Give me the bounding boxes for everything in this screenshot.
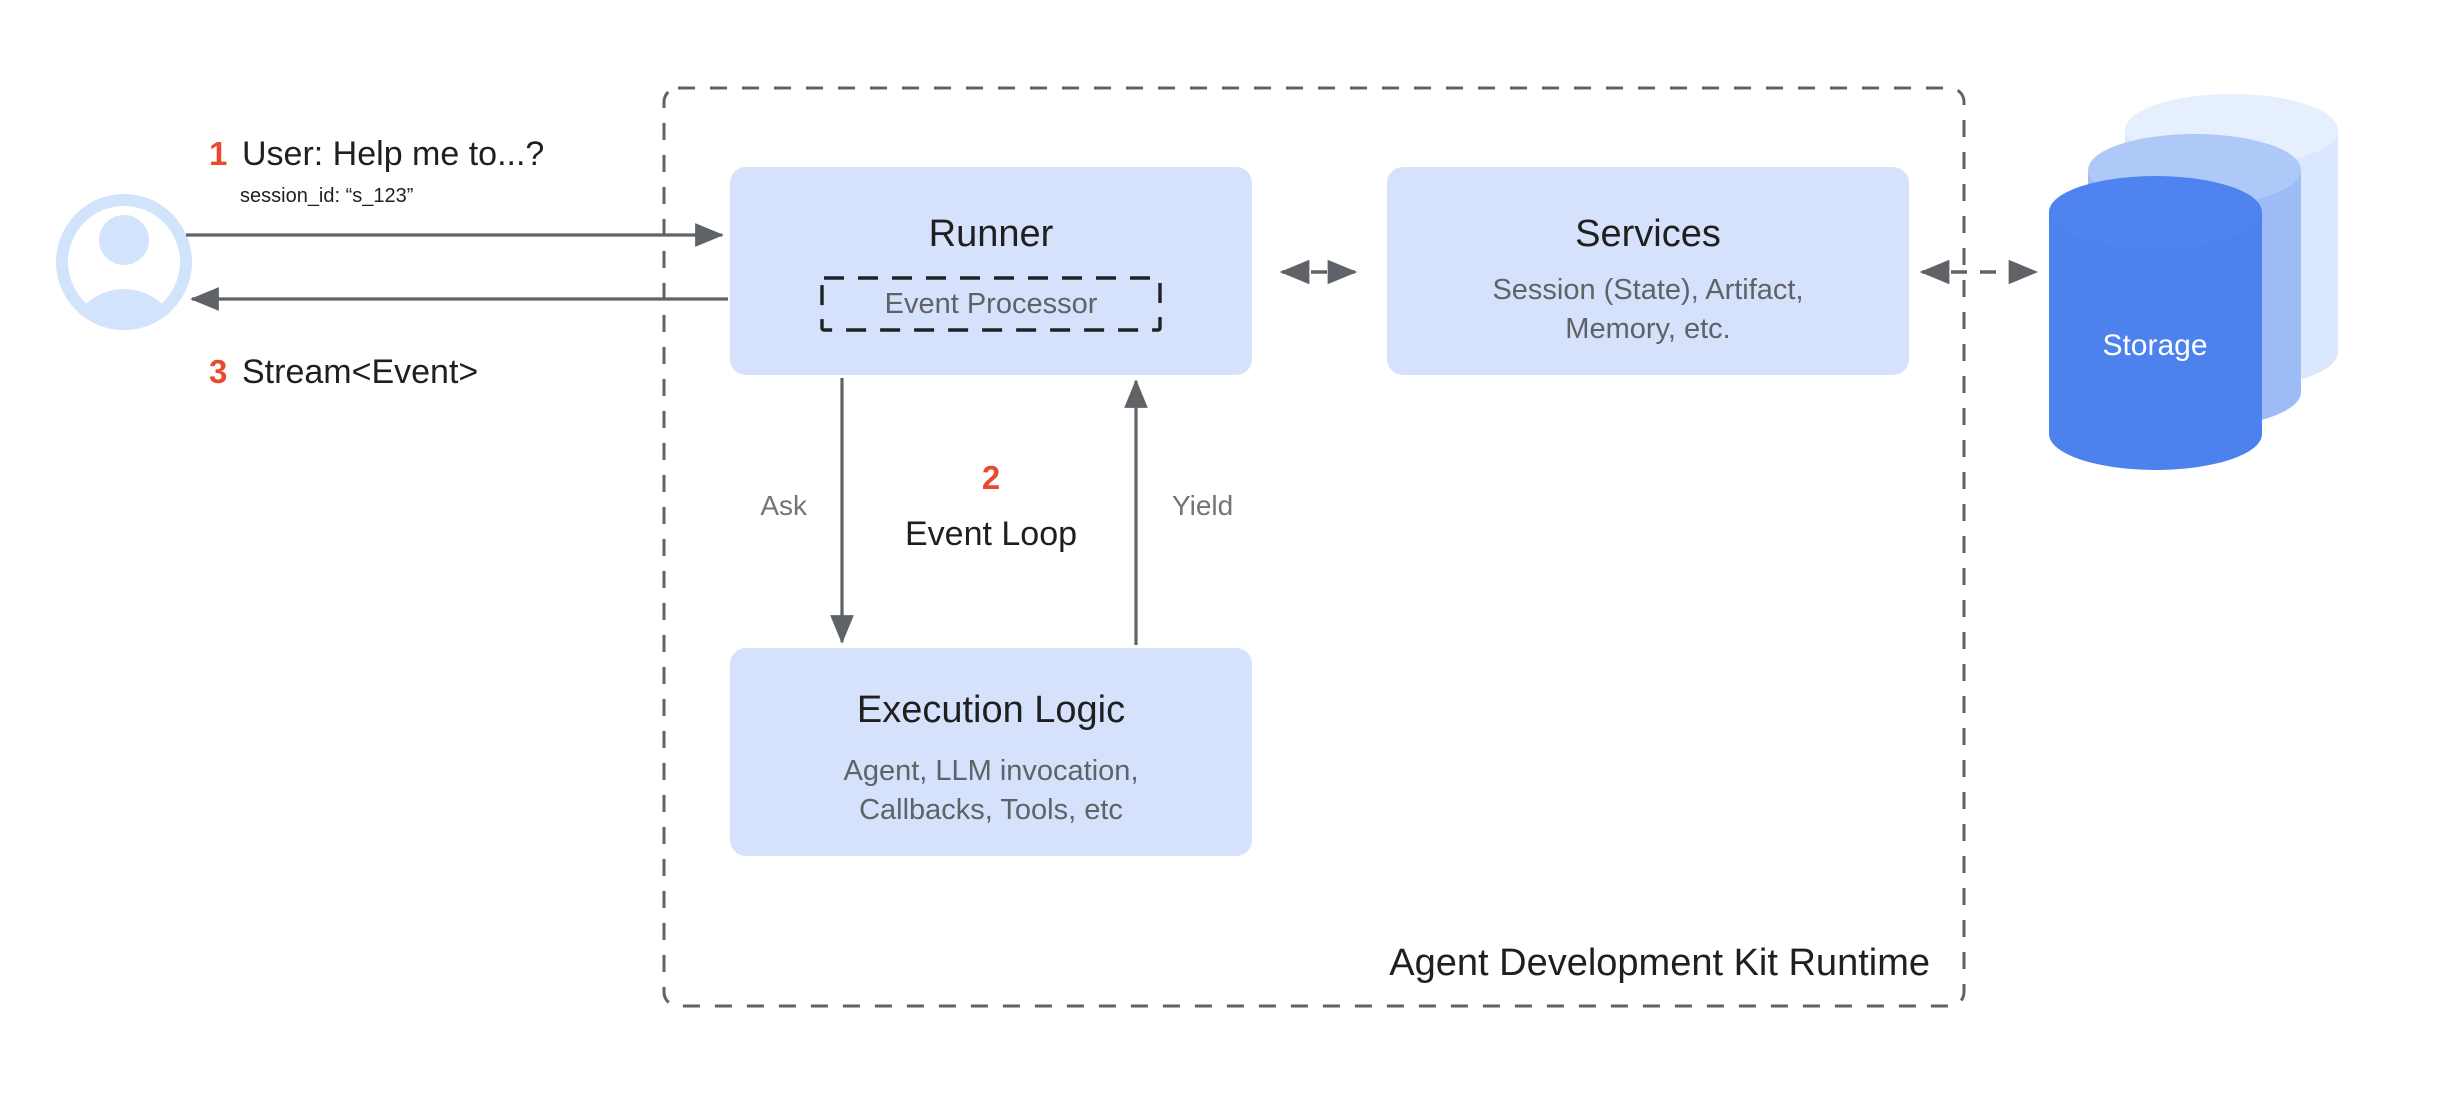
runtime-label: Agent Development Kit Runtime [1389,942,1930,984]
step-2-number: 2 [982,459,1000,496]
event-processor-label: Event Processor [885,288,1098,320]
execution-logic-title: Execution Logic [857,689,1125,731]
step-1-number: 1 [209,135,227,172]
node-runner[interactable] [730,167,1252,375]
runner-title: Runner [929,213,1054,255]
node-storage[interactable]: Storage [2049,94,2338,470]
user-account-circle-icon [68,206,180,330]
storage-label: Storage [2102,329,2207,362]
node-execution-logic[interactable] [730,648,1252,856]
runtime-boundary [662,86,1966,1008]
node-services[interactable] [1387,167,1909,375]
services-title: Services [1575,213,1721,255]
event-processor-box[interactable] [820,276,1162,332]
services-subtitle-1: Session (State), Artifact, [1492,274,1803,306]
edge-label-ask: Ask [760,490,808,521]
execution-logic-subtitle-1: Agent, LLM invocation, [843,755,1138,787]
step-3-number: 3 [209,353,227,390]
step-1-sublabel: session_id: “s_123” [240,185,413,207]
services-subtitle-2: Memory, etc. [1565,313,1730,345]
step-1-label: User: Help me to...? [242,135,544,173]
execution-logic-subtitle-2: Callbacks, Tools, etc [859,794,1123,826]
user-avatar [56,194,192,330]
storage-cylinder-front [2049,176,2262,470]
edge-label-yield: Yield [1172,490,1233,521]
step-2-label: Event Loop [905,515,1077,553]
step-3-label: Stream<Event> [242,353,478,391]
